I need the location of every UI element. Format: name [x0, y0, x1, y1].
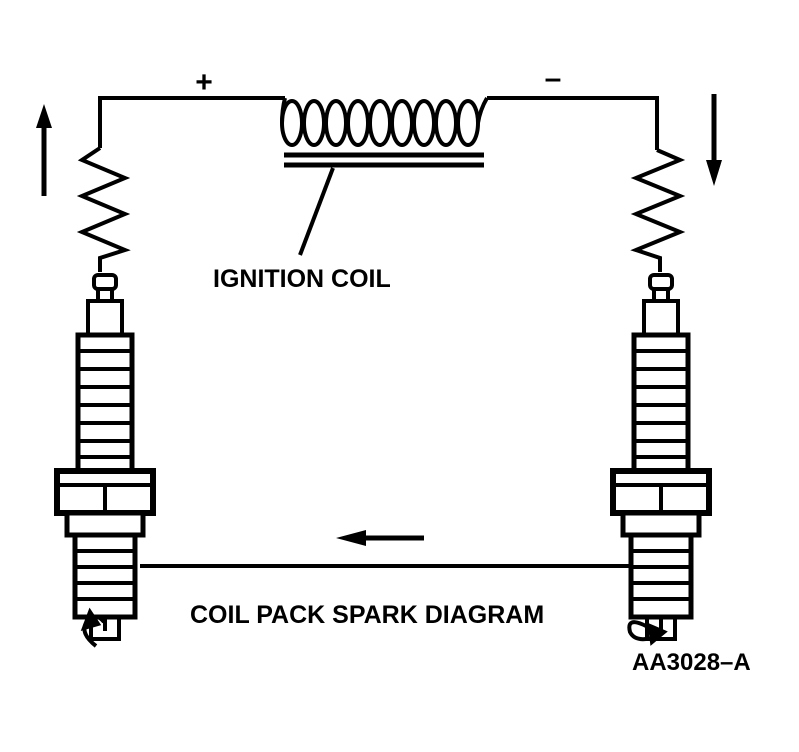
right-resistor	[630, 148, 686, 272]
ignition-coil-windings	[280, 96, 489, 147]
ignition-coil-core	[284, 152, 484, 168]
left-arrow-icon	[336, 530, 424, 546]
left-spark-curl-icon	[80, 607, 106, 648]
polarity-plus-label: +	[195, 66, 213, 99]
coil-leader-line	[298, 167, 335, 256]
left-spark-plug	[57, 275, 153, 639]
figure-id-label: AA3028–A	[632, 649, 751, 676]
diagram-caption: COIL PACK SPARK DIAGRAM	[190, 601, 544, 629]
up-arrow-icon	[36, 104, 52, 196]
top-wire	[98, 96, 659, 150]
ignition-coil-label: IGNITION COIL	[213, 265, 391, 293]
right-spark-curl-icon	[627, 620, 668, 646]
polarity-minus-label: –	[545, 62, 562, 95]
left-resistor	[76, 146, 131, 272]
right-spark-plug	[613, 275, 709, 639]
down-arrow-icon	[706, 94, 722, 186]
